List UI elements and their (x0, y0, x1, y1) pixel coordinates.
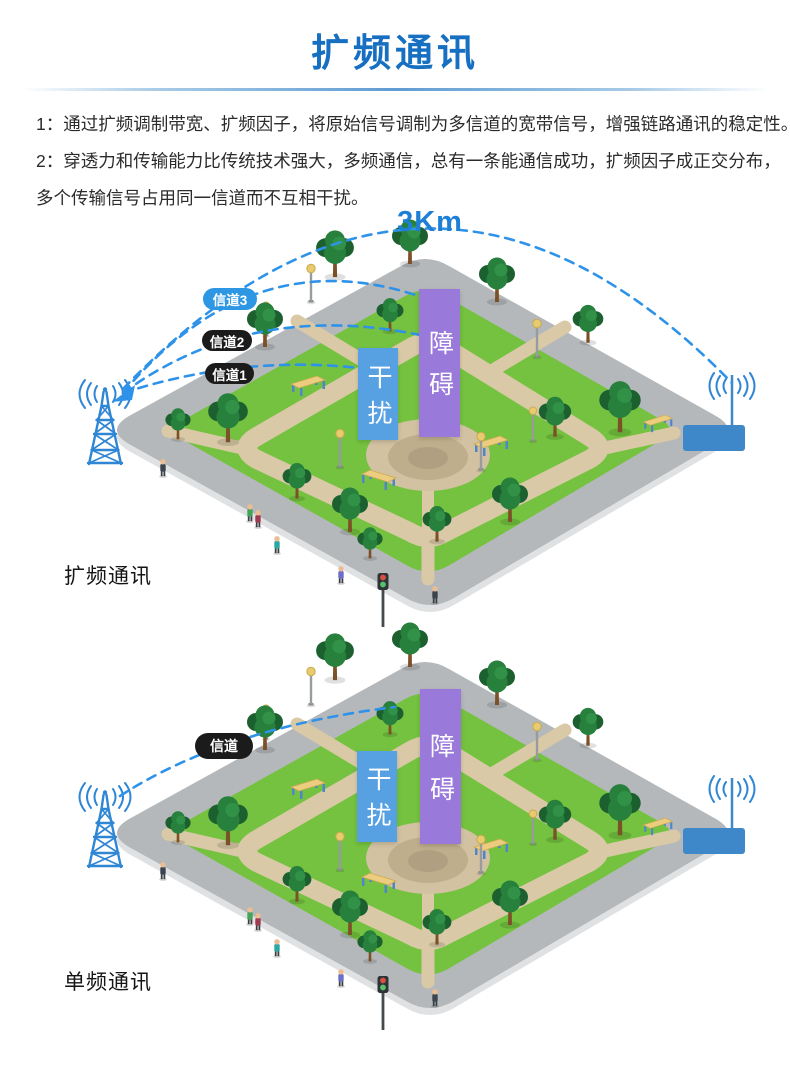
interference-box: 干扰 (357, 751, 397, 842)
intro-paragraph: 1：通过扩频调制带宽、扩频因子，将原始信号调制为多信道的宽带信号，增强链路通讯的… (36, 106, 790, 217)
signal-arrowhead (112, 385, 135, 402)
channel-badge: 信道 (195, 733, 253, 759)
interference-box: 干扰 (358, 348, 398, 440)
channel-2-badge: 信道2 (202, 330, 252, 351)
single-frequency-park-illustration (60, 608, 760, 1038)
channel-1-badge: 信道1 (205, 363, 254, 384)
single-diagram-caption: 单频通讯 (64, 971, 152, 994)
signal-path-3km (121, 227, 734, 391)
title-divider (22, 88, 768, 91)
distance-label: 3Km (397, 206, 463, 238)
channel-3-badge: 信道3 (203, 288, 257, 310)
obstacle-box: 障碍 (419, 289, 460, 437)
intro-line-3: 多个传输信号占用同一信道而不互相干扰。 (36, 188, 369, 208)
spread-diagram-caption: 扩频通讯 (64, 565, 152, 588)
spread-spectrum-park-illustration (60, 205, 760, 635)
page-title: 扩频通讯 (310, 33, 479, 75)
signal-path-channel2 (121, 324, 422, 395)
signal-path-channel3 (121, 279, 432, 395)
obstacle-box: 障碍 (420, 689, 461, 844)
intro-line-1: 1：通过扩频调制带宽、扩频因子，将原始信号调制为多信道的宽带信号，增强链路通讯的… (36, 114, 790, 134)
intro-line-2: 2：穿透力和传输能力比传统技术强大，多频通信，总有一条能通信成功，扩频因子成正交… (36, 151, 781, 171)
